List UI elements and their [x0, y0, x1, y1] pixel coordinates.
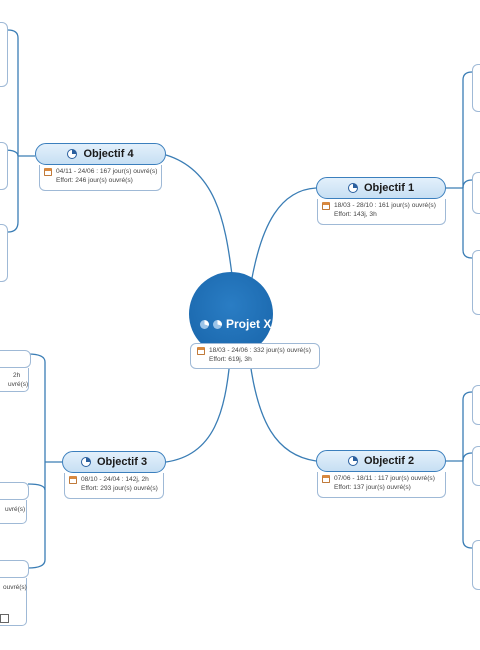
cut-off-subtopic-note: uvré(s): [0, 500, 27, 524]
topic-title: Objectif 2: [363, 455, 415, 467]
cut-off-subtopic: [472, 446, 480, 486]
cut-off-subtopic-note: ouvré(s): [0, 578, 27, 626]
cut-off-subtopic: [0, 482, 29, 500]
calendar-icon: [322, 201, 330, 210]
cut-off-text: 2h: [13, 372, 21, 379]
cut-off-subtopic: [472, 64, 480, 112]
pie-chart-icon: [347, 183, 358, 193]
central-topic-label: Projet X: [200, 317, 271, 331]
pie-chart-icon: [213, 319, 222, 329]
topic-note-objectif-4: 04/11 - 24/06 : 167 jour(s) ouvré(s) Eff…: [39, 165, 162, 191]
central-topic-title: Projet X: [226, 317, 272, 331]
cut-off-subtopic: [472, 540, 480, 590]
cut-off-subtopic: [472, 172, 480, 214]
date-range: 04/11 - 24/06 : 167 jour(s) ouvré(s): [56, 168, 158, 175]
cut-off-text: uvré(s): [8, 381, 29, 388]
date-range: 08/10 - 24/04 : 142j, 2h: [81, 476, 149, 483]
topic-note-objectif-2: 07/06 - 18/11 : 117 jour(s) ouvré(s) Eff…: [317, 472, 446, 498]
central-topic[interactable]: [189, 272, 273, 356]
cut-off-subtopic: [472, 385, 480, 425]
topic-title: Objectif 3: [96, 456, 148, 468]
cut-off-subtopic: [0, 350, 31, 368]
topic-objectif-2[interactable]: Objectif 2: [316, 450, 446, 472]
pie-chart-icon: [200, 319, 209, 329]
date-range: 18/03 - 28/10 : 161 jour(s) ouvré(s): [334, 202, 436, 209]
effort-text: Effort: 619j, 3h: [209, 356, 252, 363]
pie-chart-icon: [67, 149, 78, 159]
topic-objectif-1[interactable]: Objectif 1: [316, 177, 446, 199]
cut-off-subtopic: [0, 142, 8, 190]
cut-off-text: ouvré(s): [3, 584, 27, 591]
checkbox-icon: [0, 614, 9, 623]
pie-chart-icon: [347, 456, 358, 466]
cut-off-subtopic-note: 2h uvré(s): [0, 368, 29, 392]
cut-off-subtopic: [0, 224, 8, 282]
date-range: 18/03 - 24/06 : 332 jour(s) ouvré(s): [209, 347, 311, 354]
topic-title: Objectif 4: [83, 148, 134, 160]
pie-chart-icon: [80, 457, 91, 467]
cut-off-subtopic: [472, 250, 480, 315]
topic-note-objectif-3: 08/10 - 24/04 : 142j, 2h Effort: 293 jou…: [64, 473, 164, 499]
cut-off-subtopic: [0, 560, 29, 578]
topic-objectif-3[interactable]: Objectif 3: [62, 451, 166, 473]
effort-text: Effort: 137 jour(s) ouvré(s): [334, 484, 411, 491]
calendar-icon: [197, 346, 205, 355]
effort-text: Effort: 293 jour(s) ouvré(s): [81, 485, 158, 492]
calendar-icon: [322, 474, 330, 483]
calendar-icon: [69, 475, 77, 484]
central-topic-note: 18/03 - 24/06 : 332 jour(s) ouvré(s) Eff…: [190, 343, 320, 369]
topic-title: Objectif 1: [363, 182, 415, 194]
cut-off-subtopic: [0, 22, 8, 87]
effort-text: Effort: 246 jour(s) ouvré(s): [56, 177, 133, 184]
date-range: 07/06 - 18/11 : 117 jour(s) ouvré(s): [334, 475, 435, 482]
cut-off-text: uvré(s): [5, 506, 26, 513]
topic-objectif-4[interactable]: Objectif 4: [35, 143, 166, 165]
topic-note-objectif-1: 18/03 - 28/10 : 161 jour(s) ouvré(s) Eff…: [317, 199, 446, 225]
effort-text: Effort: 143j, 3h: [334, 211, 377, 218]
calendar-icon: [44, 167, 52, 176]
